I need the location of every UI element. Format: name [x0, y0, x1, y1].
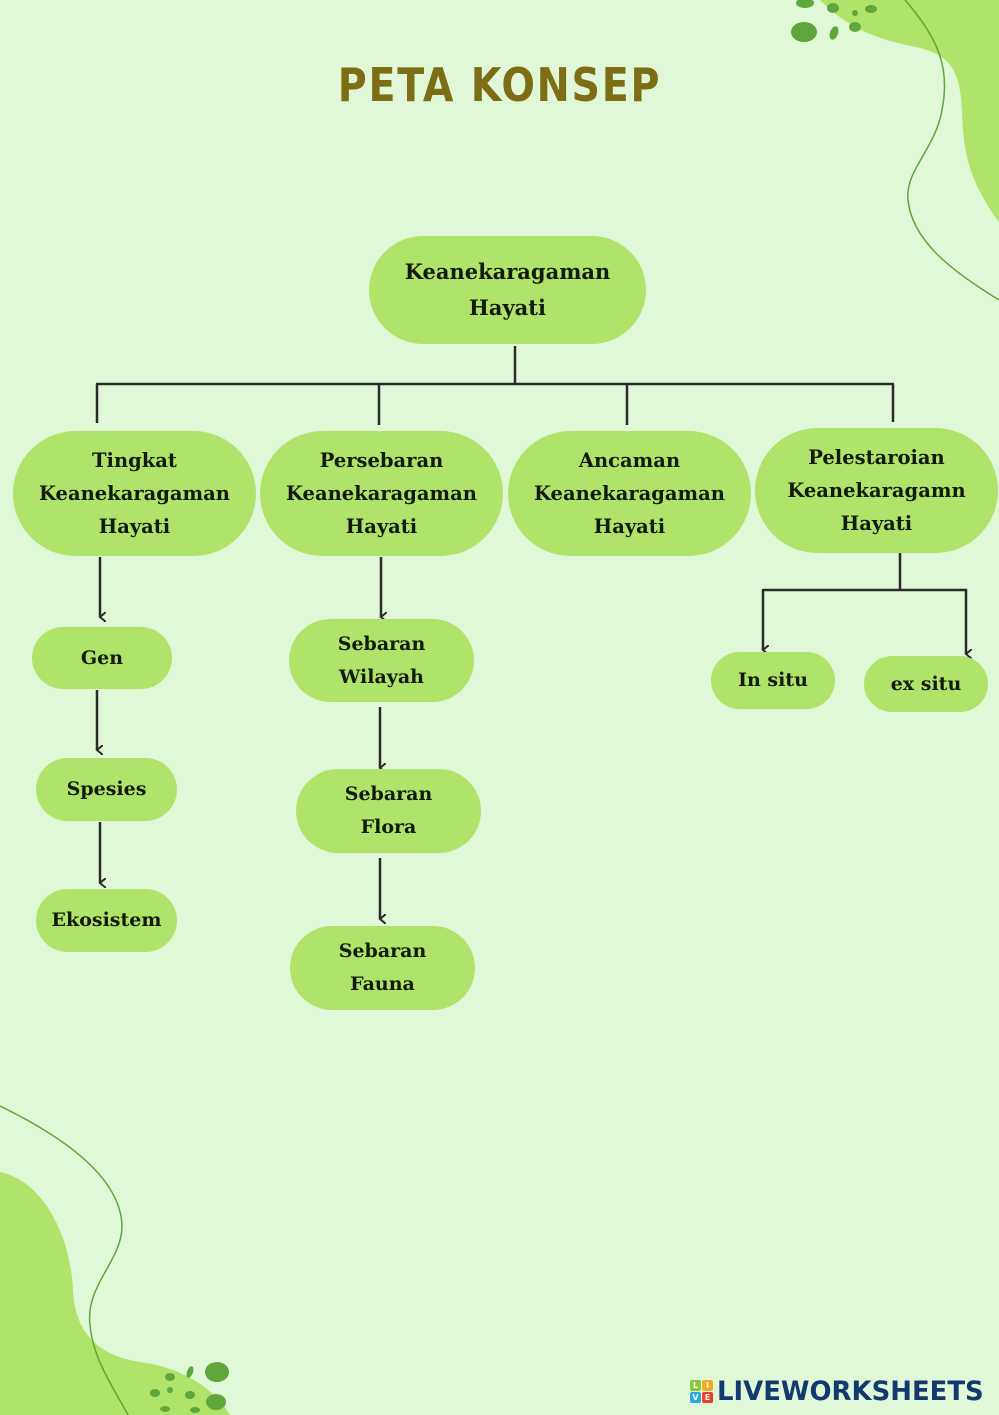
logo-letter: L	[690, 1379, 701, 1391]
page-title: PETA KONSEP	[337, 58, 662, 112]
child-node-gen: Gen	[32, 627, 172, 689]
child-node-sebaran-flora: Sebaran Flora	[296, 769, 481, 853]
logo-letter: V	[690, 1391, 701, 1403]
branch-node-ancaman: Ancaman Keanekaragaman Hayati	[508, 431, 751, 556]
branch-node-tingkat: Tingkat Keanekaragaman Hayati	[13, 431, 256, 556]
live-logo-icon: L I V E	[690, 1379, 713, 1403]
root-node: Keanekaragaman Hayati	[369, 236, 646, 344]
child-node-sebaran-fauna: Sebaran Fauna	[290, 926, 475, 1010]
child-node-ex-situ: ex situ	[864, 656, 988, 712]
child-node-sebaran-wilayah: Sebaran Wilayah	[289, 619, 474, 702]
child-node-ekosistem: Ekosistem	[36, 889, 177, 952]
logo-letter: E	[702, 1391, 713, 1403]
logo-letter: I	[702, 1379, 713, 1391]
brand-name: LIVEWORKSHEETS	[717, 1375, 984, 1407]
liveworksheets-brand: L I V E LIVEWORKSHEETS	[690, 1374, 995, 1408]
branch-node-pelestarian: Pelestaroian Keanekaragamn Hayati	[755, 428, 998, 553]
branch-node-persebaran: Persebaran Keanekaragaman Hayati	[260, 431, 503, 556]
child-node-in-situ: In situ	[711, 652, 835, 709]
child-node-spesies: Spesies	[36, 758, 177, 821]
